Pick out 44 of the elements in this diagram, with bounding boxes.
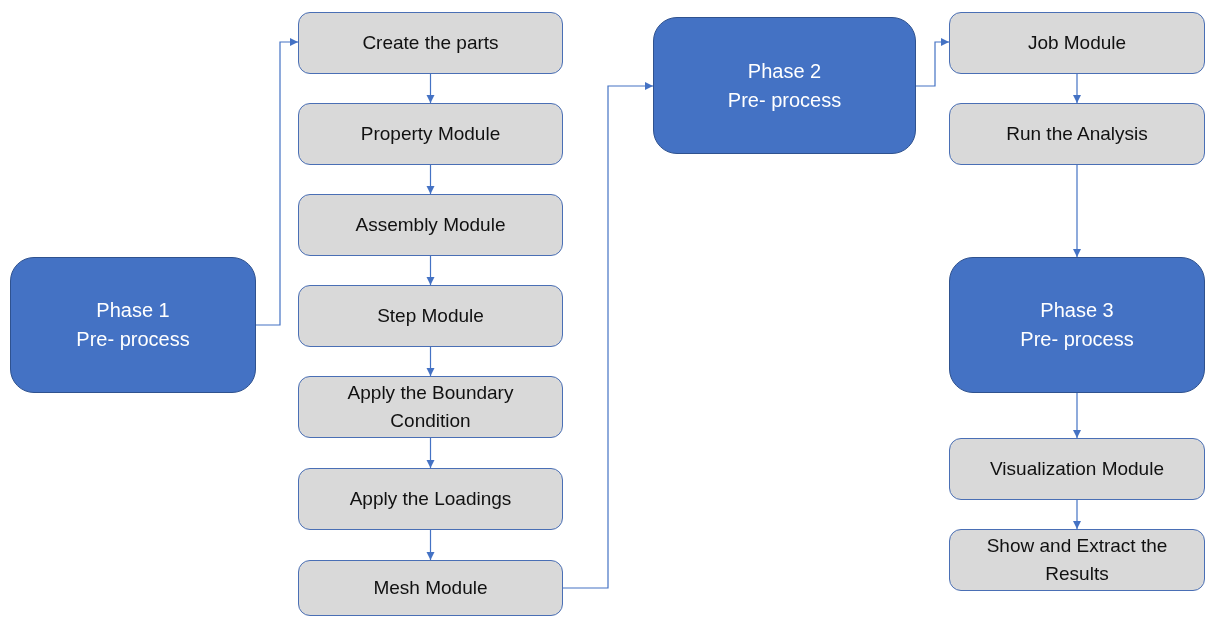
process-box [298, 468, 563, 530]
arrow [426, 346, 435, 377]
node-label: Assembly Module [354, 212, 507, 237]
arrow [1072, 499, 1082, 530]
node-label: Apply the Boundary Condition [346, 380, 515, 433]
process-box [298, 12, 563, 74]
phase-box [653, 17, 916, 154]
node-label: Show and Extract the Results [985, 533, 1169, 586]
node-label: Visualization Module [989, 456, 1165, 481]
node-label: Step Module [376, 303, 485, 328]
process-box [298, 103, 563, 165]
arrow [426, 529, 435, 561]
arrow [426, 437, 435, 469]
arrow [426, 255, 435, 286]
arrow [1072, 392, 1082, 439]
arrow [255, 37, 299, 326]
arrow [915, 37, 950, 87]
process-box [298, 376, 563, 438]
node-label: Property Module [359, 121, 502, 146]
process-box [949, 12, 1205, 74]
node-label: Run the Analysis [1005, 121, 1149, 146]
arrow [1072, 73, 1082, 104]
node-label: Pre- process [726, 87, 843, 113]
arrow [426, 73, 435, 104]
phase-box [949, 257, 1205, 393]
process-box [949, 529, 1205, 591]
node-label: Pre- process [1019, 327, 1135, 352]
arrow [562, 81, 654, 589]
node-label: Pre- process [75, 327, 191, 352]
node-label: Create the parts [361, 30, 500, 55]
node-label: Apply the Loadings [348, 486, 513, 511]
process-box [298, 194, 563, 256]
arrow [1072, 164, 1082, 258]
node-label: Job Module [1026, 30, 1128, 55]
arrow [426, 164, 435, 195]
node-label: Phase 1 [95, 298, 171, 323]
process-box [949, 103, 1205, 165]
process-box [298, 560, 563, 616]
phase-box [10, 257, 256, 393]
node-label: Mesh Module [372, 575, 489, 600]
process-box [298, 285, 563, 347]
process-box [949, 438, 1205, 500]
node-label: Phase 3 [1039, 298, 1115, 323]
node-label: Phase 2 [746, 58, 823, 84]
